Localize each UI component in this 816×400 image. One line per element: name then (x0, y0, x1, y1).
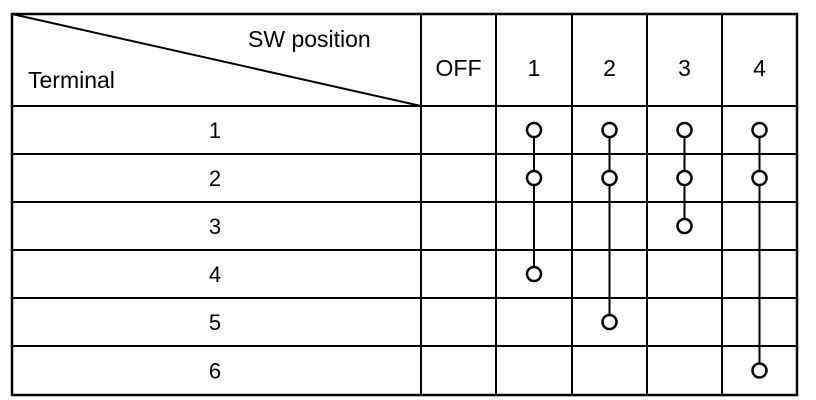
terminal-label-5: 5 (209, 310, 221, 335)
contact-pos-2-terminal-2 (601, 169, 618, 187)
terminal-labels: 1 2 3 4 5 6 (209, 118, 221, 384)
connections (525, 121, 768, 379)
position-header-4: 4 (753, 55, 766, 81)
table-grid (10, 12, 799, 397)
contact-pos-3-terminal-2 (676, 169, 693, 187)
table-border (10, 12, 799, 397)
terminal-label-2: 2 (209, 166, 221, 191)
contact-pos-2-terminal-5 (601, 313, 618, 331)
sw-position-label: SW position (248, 26, 371, 52)
contact-pos-1-terminal-2 (525, 169, 543, 187)
position-header-3: 3 (678, 55, 691, 81)
contact-pos-2-terminal-1 (601, 121, 618, 139)
contact-pos-1-terminal-4 (525, 265, 543, 283)
position-header-1: 1 (528, 55, 541, 81)
position-headers: OFF 1 2 3 4 (436, 55, 767, 81)
terminal-label-3: 3 (209, 214, 221, 239)
terminal-label-1: 1 (209, 118, 221, 143)
terminal-label-4: 4 (209, 262, 221, 287)
contact-pos-3-terminal-1 (676, 121, 693, 139)
contact-pos-4-terminal-1 (751, 121, 768, 139)
contact-pos-4-terminal-6 (751, 362, 768, 379)
contact-pos-3-terminal-3 (676, 217, 693, 235)
position-header-off: OFF (436, 55, 482, 81)
position-header-2: 2 (603, 55, 616, 81)
terminal-label-6: 6 (209, 359, 221, 384)
header-diagonal (11, 13, 422, 107)
contact-pos-4-terminal-2 (751, 169, 768, 187)
contact-pos-1-terminal-1 (525, 121, 543, 139)
terminal-label: Terminal (28, 67, 115, 93)
